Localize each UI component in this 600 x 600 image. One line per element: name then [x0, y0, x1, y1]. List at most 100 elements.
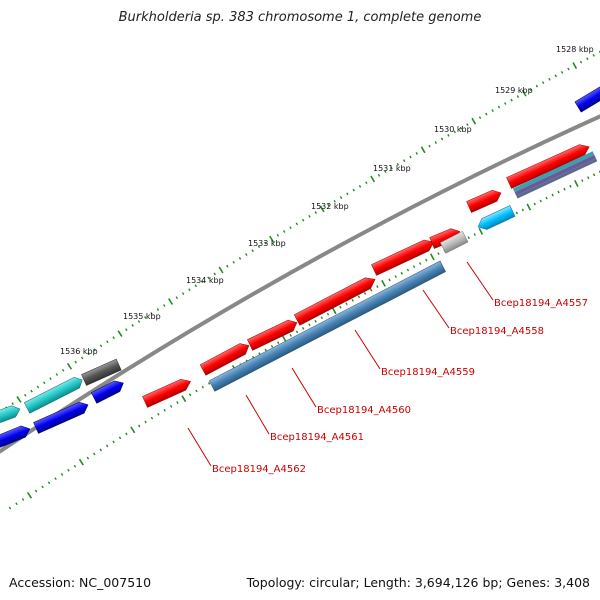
- inner-tick: [264, 348, 267, 352]
- gene-label-a4557[interactable]: Bcep18194_A4557: [494, 298, 588, 309]
- outer-tick: [370, 175, 376, 183]
- kbp-label-1533: 1533 kbp: [248, 239, 286, 248]
- gene-box-darkgray[interactable]: [81, 358, 122, 386]
- inner-tick: [41, 485, 44, 489]
- outer-tick: [384, 170, 387, 174]
- outer-tick: [137, 320, 141, 323]
- outer-tick: [440, 137, 444, 141]
- outer-tick: [491, 109, 494, 112]
- outer-tick: [358, 185, 362, 188]
- inner-tick: [574, 179, 579, 187]
- outer-tick: [289, 226, 292, 230]
- inner-tick: [276, 341, 280, 345]
- inner-tick: [467, 236, 470, 240]
- inner-tick: [105, 444, 109, 448]
- outer-tick: [156, 308, 160, 311]
- outer-tick: [471, 117, 477, 125]
- gene-arrow-cyan-mid[interactable]: [23, 375, 85, 414]
- inner-tick: [478, 227, 484, 235]
- gene-arrow-blue-far-left[interactable]: [0, 423, 32, 451]
- gene-arrow-blue-topright[interactable]: [574, 83, 600, 113]
- gene-label-a4560[interactable]: Bcep18194_A4560: [317, 405, 411, 416]
- outer-tick: [521, 89, 527, 97]
- gene-label-a4561[interactable]: Bcep18194_A4561: [270, 432, 364, 443]
- outer-tick: [567, 67, 570, 71]
- gene-arrow-red-upper[interactable]: [466, 187, 504, 213]
- gene-arrow-a4558[interactable]: [371, 237, 436, 276]
- inner-tick: [195, 389, 198, 393]
- inner-tick: [545, 196, 548, 200]
- outer-tick: [466, 123, 469, 127]
- inner-tick: [331, 307, 337, 315]
- gene-label-a4559[interactable]: Bcep18194_A4559: [381, 367, 475, 378]
- gene-strip-slate: [516, 158, 598, 199]
- inner-tick: [78, 458, 84, 466]
- gene-arrow-lightblue[interactable]: [475, 205, 516, 233]
- outer-tick: [295, 222, 299, 226]
- gene-arrow-a4559[interactable]: [293, 274, 378, 326]
- gene-label-a4558[interactable]: Bcep18194_A4558: [450, 326, 544, 337]
- gene-features: [0, 83, 600, 451]
- outer-tick: [346, 192, 349, 196]
- inner-tick: [526, 203, 532, 211]
- outer-tick: [36, 385, 40, 389]
- outer-tick: [106, 340, 109, 344]
- outer-tick: [308, 214, 311, 218]
- outer-tick: [428, 144, 431, 148]
- outer-tick: [238, 257, 242, 260]
- inner-tick: [581, 179, 584, 182]
- inner-tick: [412, 265, 416, 269]
- gene-arrow-a4560[interactable]: [247, 317, 299, 351]
- inner-tick: [320, 316, 324, 320]
- outer-tick: [117, 330, 123, 337]
- inner-tick: [369, 288, 373, 292]
- inner-tick: [339, 305, 342, 309]
- inner-tick: [363, 292, 367, 295]
- inner-tick: [60, 473, 64, 476]
- inner-tick: [130, 426, 136, 434]
- inner-tick: [425, 258, 428, 262]
- kbp-label-1531: 1531 kbp: [373, 164, 411, 173]
- outer-tick: [497, 105, 501, 109]
- gene-strip-teal: [512, 151, 595, 193]
- tick-marks: [0, 50, 600, 510]
- kbp-label-1535: 1535 kbp: [123, 312, 161, 321]
- outer-tick: [11, 402, 14, 405]
- inner-tick: [34, 489, 38, 493]
- gene-box-lightgray[interactable]: [439, 230, 469, 254]
- outer-tick: [55, 373, 59, 376]
- gene-arrow-blue-left[interactable]: [33, 399, 91, 434]
- outer-tick: [125, 328, 128, 331]
- gene-arrow-a4562[interactable]: [142, 376, 194, 408]
- outer-tick: [282, 230, 286, 233]
- callout-line-a4557: [466, 261, 494, 301]
- outer-tick: [99, 344, 103, 348]
- inner-tick: [181, 395, 187, 403]
- gene-arrow-steelblue[interactable]: [208, 260, 446, 392]
- outer-tick: [339, 196, 343, 199]
- outer-tick: [420, 146, 426, 154]
- inner-tick: [437, 252, 440, 256]
- gene-arrow-red-top[interactable]: [506, 141, 592, 189]
- outer-tick: [80, 356, 84, 360]
- outer-tick: [16, 396, 22, 403]
- gene-label-a4562[interactable]: Bcep18194_A4562: [212, 464, 306, 475]
- inner-tick: [551, 193, 554, 197]
- callout-line-a4562: [187, 427, 212, 467]
- inner-tick: [351, 298, 354, 302]
- outer-tick: [257, 245, 261, 249]
- outer-tick: [579, 60, 583, 64]
- inner-tick: [188, 393, 192, 397]
- inner-tick: [563, 187, 566, 191]
- map-title: Burkholderia sp. 383 chromosome 1, compl…: [118, 10, 482, 25]
- gene-arrow-blue-small[interactable]: [90, 378, 126, 404]
- outer-tick: [87, 352, 90, 356]
- gene-arrow-cyan-left[interactable]: [0, 403, 22, 426]
- outer-tick: [163, 304, 166, 307]
- callout-line-a4561: [245, 394, 270, 435]
- kbp-label-1530: 1530 kbp: [434, 125, 472, 134]
- outer-tick: [333, 199, 336, 203]
- gene-arrow-a4561[interactable]: [199, 340, 252, 376]
- inner-tick: [429, 253, 435, 261]
- outer-tick: [390, 166, 393, 170]
